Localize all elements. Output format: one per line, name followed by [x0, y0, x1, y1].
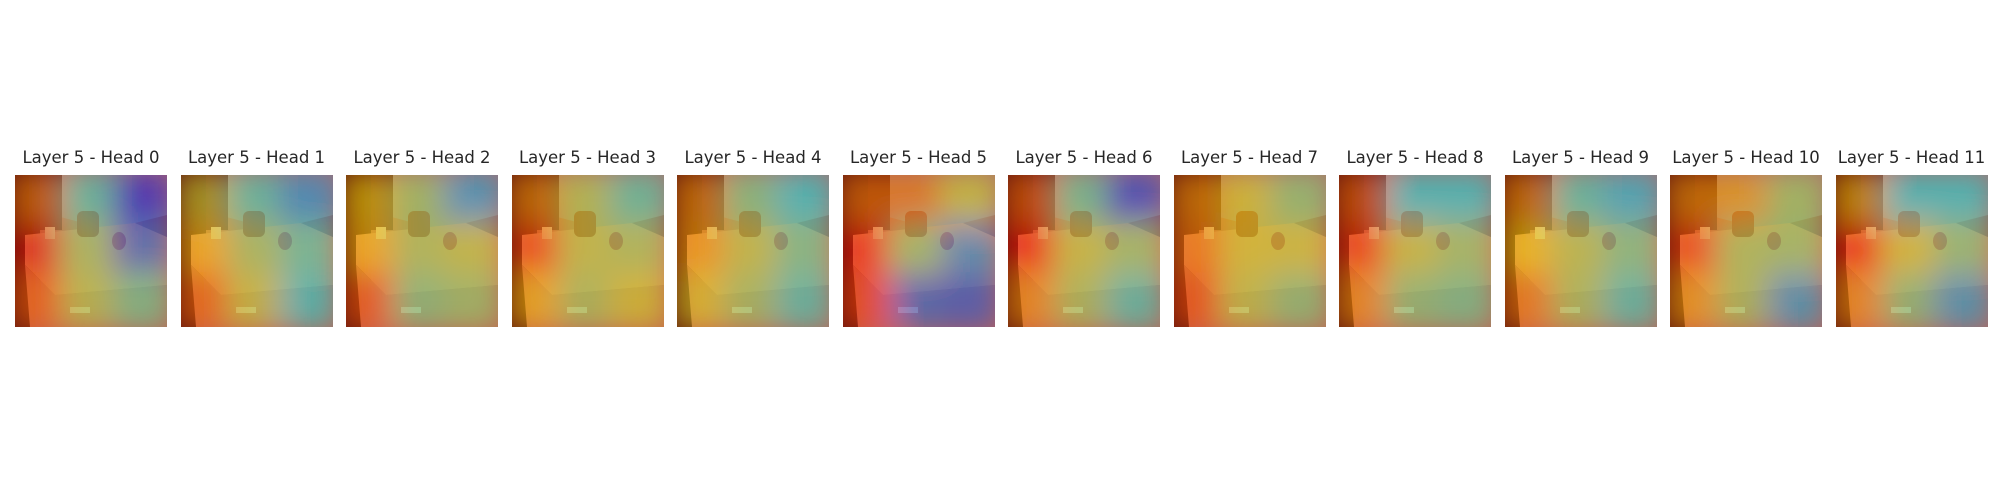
- attention-overlay-image: [1504, 175, 1657, 327]
- panel-title: Layer 5 - Head 10: [1672, 148, 1820, 167]
- panel-title: Layer 5 - Head 3: [518, 148, 657, 167]
- attention-overlay-image: [1008, 175, 1160, 327]
- attention-overlay-image: [1670, 175, 1822, 327]
- panel-title: Layer 5 - Head 8: [1346, 148, 1484, 167]
- panel-title: Layer 5 - Head 0: [22, 148, 160, 167]
- attention-overlay-image: [346, 175, 498, 327]
- panel-title: Layer 5 - Head 2: [353, 148, 491, 167]
- attention-overlay-image: [677, 175, 829, 327]
- panel-title: Layer 5 - Head 11: [1837, 148, 1986, 167]
- attention-overlay-image: [842, 175, 995, 327]
- attention-overlay-image: [15, 175, 167, 327]
- attention-overlay-image: [511, 175, 664, 327]
- panel-title: Layer 5 - Head 9: [1511, 148, 1650, 167]
- panel-title: Layer 5 - Head 6: [1015, 148, 1153, 167]
- panel-title: Layer 5 - Head 1: [187, 148, 326, 167]
- attention-overlay-image: [1835, 175, 1988, 327]
- panel-title: Layer 5 - Head 7: [1180, 148, 1319, 167]
- panel-title: Layer 5 - Head 5: [849, 148, 988, 167]
- attention-overlay-image: [1173, 175, 1326, 327]
- attention-overlay-image: [1339, 175, 1491, 327]
- panel-title: Layer 5 - Head 4: [684, 148, 822, 167]
- attention-overlay-image: [180, 175, 333, 327]
